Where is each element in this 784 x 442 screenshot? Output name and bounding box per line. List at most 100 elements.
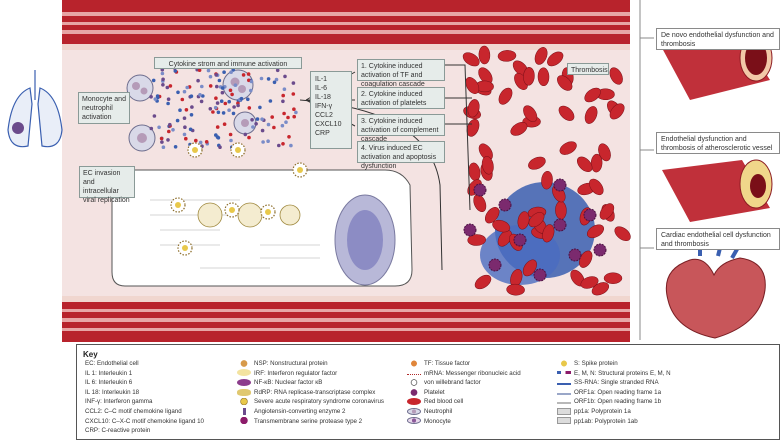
platelet [473, 183, 487, 197]
virion-core [297, 167, 303, 173]
red-blood-cell [589, 178, 604, 196]
cytokine-list: IL-1 IL-6 IL-18 IFN-γ CCL2 CXCL10 CRP [310, 71, 352, 149]
cytokine-dot [233, 83, 238, 87]
cytokine-dot [165, 85, 170, 90]
cytokine-dot [160, 71, 165, 76]
cytokine-dot [153, 97, 158, 101]
key-row: E, M, N: Structural proteins E, M, N [557, 369, 671, 379]
cytokine-dot [189, 94, 194, 98]
cytokine-dot [268, 99, 273, 103]
cytokine-dot [247, 78, 251, 83]
cytokine-dot [270, 115, 275, 119]
cytokine-dot [246, 72, 251, 76]
key-row: NF-κB: Nuclear factor κB [237, 378, 384, 388]
cytokine-dot [280, 123, 285, 128]
cytokine-dot [180, 97, 185, 102]
red-blood-cell [580, 276, 599, 289]
key-row: Platelet [407, 388, 521, 398]
platelet [488, 258, 502, 272]
cytokine-dot [282, 111, 286, 116]
cytokine-dot [281, 99, 285, 104]
red-blood-cell [517, 211, 530, 230]
key-column-1: EC: Endothelial cell IL 1: Interleukin 1… [85, 359, 204, 436]
red-blood-cell [523, 105, 538, 123]
red-blood-cell [523, 67, 535, 86]
cytokine-storm-label: Cytokine strom and immune activation [154, 57, 302, 69]
key-row: ORF1b: Open reading frame 1b [557, 397, 671, 407]
platelet [568, 248, 582, 262]
key-row: IRF: Interferon regulator factor [237, 369, 384, 379]
red-blood-cell [466, 118, 480, 137]
red-blood-cell [481, 156, 494, 175]
red-blood-cell [492, 219, 511, 233]
key-item: Transmembrane serine protease type 2 [254, 417, 363, 425]
cytokine-dot [266, 122, 271, 127]
key-item: INF-γ: Interferon gamma [85, 398, 153, 406]
cytokine-dot [161, 77, 165, 82]
key-item: S: Spike protein [574, 360, 618, 367]
cytokine-dot [260, 128, 265, 133]
cytokine-dot [215, 125, 220, 129]
ace2-icon [237, 407, 251, 415]
key-row: RdRP: RNA replicase-transcriptase comple… [237, 388, 384, 398]
key-item: SS-RNA: Single stranded RNA [574, 379, 659, 387]
key-column-2: NSP: Nonstructural protein IRF: Interfer… [237, 359, 384, 426]
red-blood-cell [467, 234, 486, 246]
key-row: Transmembrane serine protease type 2 [237, 417, 384, 427]
key-title: Key [83, 350, 98, 359]
key-row: Red blood cell [407, 397, 521, 407]
cytokine-dot [197, 68, 202, 72]
red-blood-cell [584, 106, 598, 124]
cytokine-dot [223, 101, 228, 106]
key-column-4: S: Spike protein E, M, N: Structural pro… [557, 359, 671, 426]
thrombosis-label: Thrombosis [567, 63, 609, 75]
platelets [463, 178, 607, 282]
key-item: Angiotensin-converting enzyme 2 [254, 407, 346, 415]
cytokine-dot [222, 122, 227, 126]
cytokine-dot [222, 70, 226, 74]
key-row: SS-RNA: Single stranded RNA [557, 378, 671, 388]
cytokine-dot [157, 125, 161, 130]
platelet [553, 218, 567, 232]
monocyte-icon [407, 417, 421, 425]
cytokine-dot [274, 77, 279, 82]
cytokine-dot [182, 132, 187, 137]
cytokine-dots [149, 66, 298, 149]
cytokine-dot [266, 77, 271, 81]
mrna-icon [407, 370, 421, 376]
cytokine-dot [247, 106, 252, 110]
key-row: NSP: Nonstructural protein [237, 359, 384, 369]
vwf-icon [407, 379, 421, 387]
artery-illustration-2 [662, 159, 773, 222]
virion-core [235, 147, 241, 153]
cytokine-dot [282, 87, 287, 91]
red-blood-cell [586, 224, 605, 239]
red-blood-cell [474, 274, 492, 290]
key-item: Platelet [424, 388, 445, 396]
cytokine-dot [281, 142, 285, 146]
cytokine-dot [239, 96, 244, 101]
cytokine-dot [213, 105, 218, 110]
step-2-label: 2. Cytokine induced activation of platel… [357, 87, 445, 109]
platelet [593, 243, 607, 257]
cytokine-dot [259, 76, 264, 81]
cytokine-dot [229, 70, 233, 74]
red-blood-cell [547, 51, 564, 67]
key-row: pp1ab: Polyprotein 1ab [557, 417, 671, 427]
red-blood-cell [528, 212, 545, 228]
key-row: von willebrand factor [407, 378, 521, 388]
cytokine-dot [218, 145, 222, 149]
key-row: mRNA: Messenger ribonucleic acid [407, 369, 521, 379]
key-item: EC: Endothelial cell [85, 360, 139, 367]
nsp-icon [237, 359, 251, 367]
cytokine-dot [168, 84, 173, 88]
cytokine-dot [201, 94, 205, 98]
cytokine-dot [281, 93, 286, 98]
cytokine-dot [266, 139, 270, 143]
cytokine-dot [220, 86, 225, 90]
key-item: Red blood cell [424, 398, 464, 406]
platelet [463, 223, 477, 237]
cytokine-dot [160, 140, 164, 144]
cytokine-dot [215, 101, 220, 105]
cytokine-dot [283, 74, 287, 79]
